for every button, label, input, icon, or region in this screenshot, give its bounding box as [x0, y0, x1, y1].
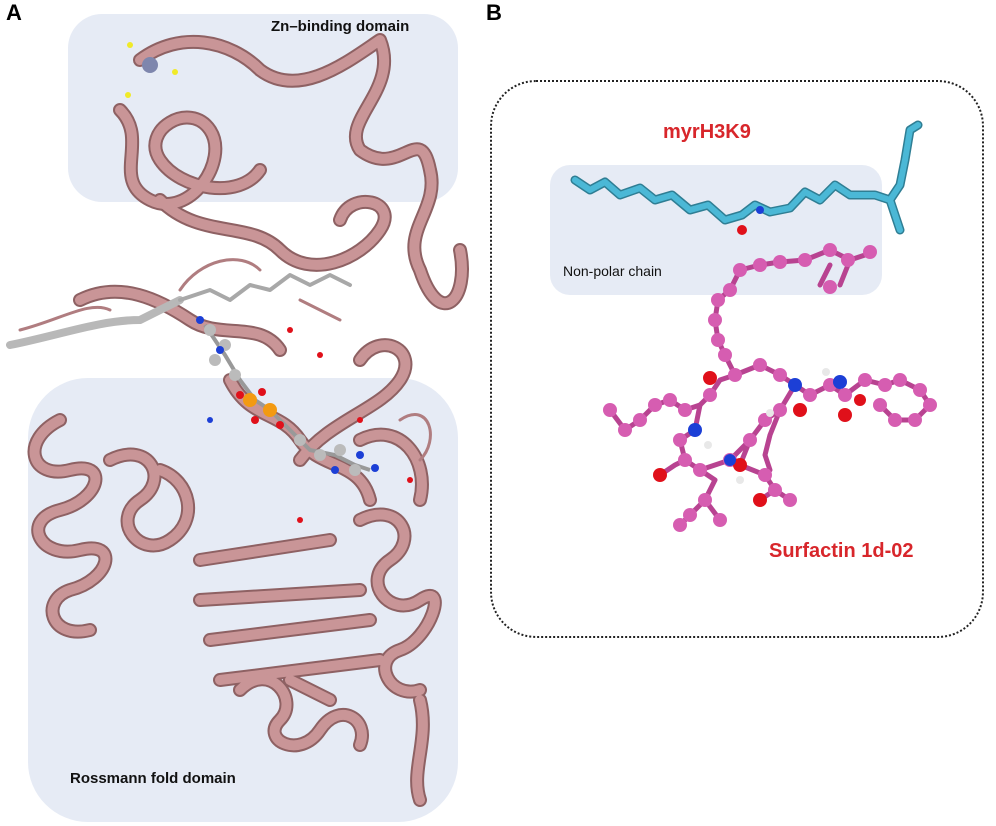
rossmann-fold-domain-label: Rossmann fold domain [70, 770, 236, 787]
cofactor-ball-and-stick [196, 316, 413, 523]
surfactin-label: Surfactin 1d-02 [769, 540, 914, 562]
substrate-peptide-stick [6, 296, 184, 349]
non-polar-chain-label: Non-polar chain [563, 263, 662, 279]
zn-binding-domain-label: Zn–binding domain [271, 18, 410, 35]
myrH3K9-label: myrH3K9 [663, 121, 751, 143]
panel-b-dotted-frame [490, 80, 984, 638]
protein-ribbon [29, 35, 467, 805]
panel-a-letter: A [6, 0, 22, 25]
surfactin-atoms [603, 243, 937, 532]
zinc-atom [142, 57, 158, 73]
panel-b-letter: B [486, 0, 502, 25]
protein-thin-loops [18, 258, 432, 462]
cysteine-sulfur-atoms [125, 42, 178, 98]
